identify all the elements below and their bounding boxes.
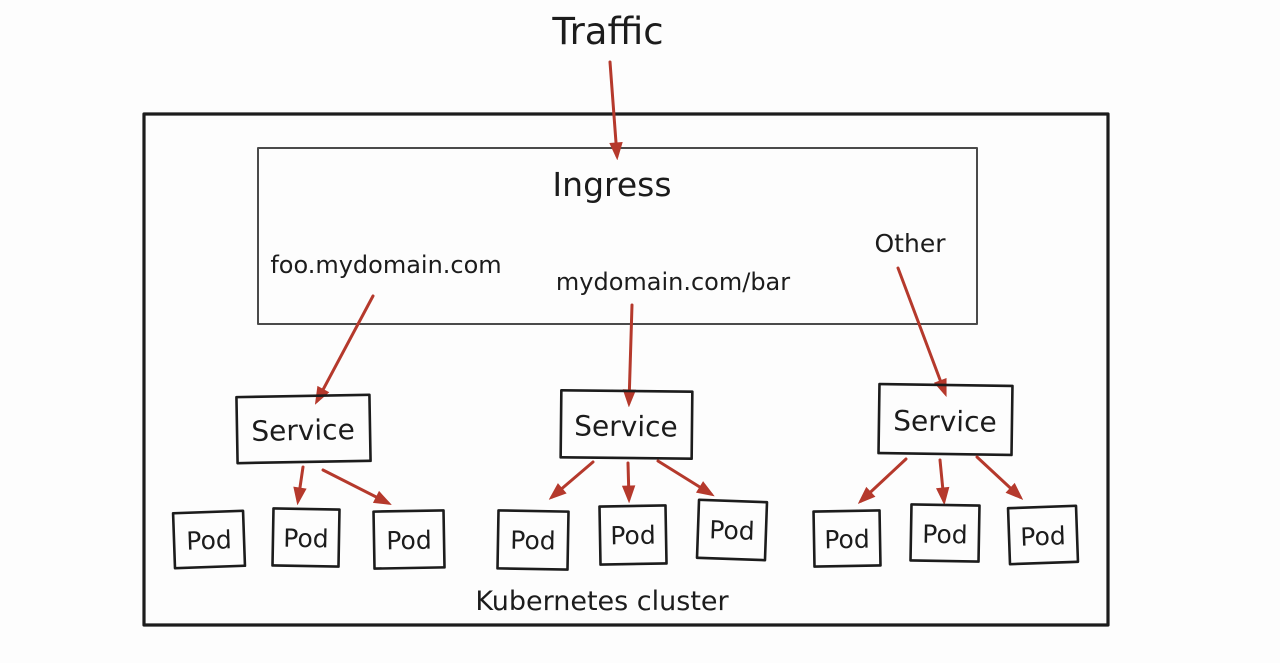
pod-label: Pod [283, 524, 329, 554]
pod-box-1-2: Pod [271, 507, 341, 568]
kubernetes-cluster-box [142, 112, 1110, 627]
pod-box-3-2: Pod [909, 503, 981, 563]
service-box-3: Service [877, 382, 1014, 457]
pod-label: Pod [186, 525, 232, 556]
pod-box-3-1: Pod [812, 509, 882, 568]
service-2-label: Service [574, 409, 678, 443]
rule-path-label: mydomain.com/bar [556, 268, 790, 296]
rule-other-label: Other [875, 229, 947, 258]
pod-label: Pod [386, 526, 432, 556]
pod-box-2-2: Pod [598, 504, 668, 566]
service-3-to-pod-2-arrow [940, 458, 944, 501]
pod-box-1-1: Pod [171, 509, 247, 570]
service-box-1: Service [235, 393, 372, 465]
service-1-to-pod-3-arrow [321, 468, 388, 503]
pod-box-2-1: Pod [496, 509, 570, 571]
pod-box-1-3: Pod [372, 509, 446, 570]
traffic-label: Traffic [551, 10, 663, 53]
service-1-to-pod-2-arrow [298, 465, 303, 501]
pod-box-3-3: Pod [1006, 504, 1080, 566]
service-3-label: Service [893, 404, 997, 438]
service-2-to-pod-3-arrow [656, 459, 711, 494]
pod-label: Pod [510, 526, 556, 556]
rule-host-to-service-1-arrow [317, 294, 375, 401]
pod-box-2-3: Pod [695, 498, 769, 562]
pod-label: Pod [824, 525, 870, 555]
service-2-to-pod-2-arrow [628, 461, 629, 499]
service-3-to-pod-1-arrow [861, 457, 908, 501]
service-1-label: Service [251, 413, 355, 448]
pod-label: Pod [709, 515, 755, 546]
pod-label: Pod [610, 521, 656, 551]
ingress-label: Ingress [552, 165, 671, 204]
rule-host-label: foo.mydomain.com [270, 251, 501, 279]
traffic-to-ingress-arrow [608, 60, 617, 156]
rule-path-to-service-2-arrow [629, 303, 632, 403]
pod-label: Pod [1020, 521, 1066, 552]
cluster-label: Kubernetes cluster [475, 586, 729, 617]
service-2-to-pod-1-arrow [552, 460, 595, 497]
service-3-to-pod-3-arrow [975, 455, 1020, 497]
rule-other-to-service-3-arrow [896, 266, 945, 393]
pod-label: Pod [922, 520, 968, 550]
service-box-2: Service [559, 389, 694, 460]
